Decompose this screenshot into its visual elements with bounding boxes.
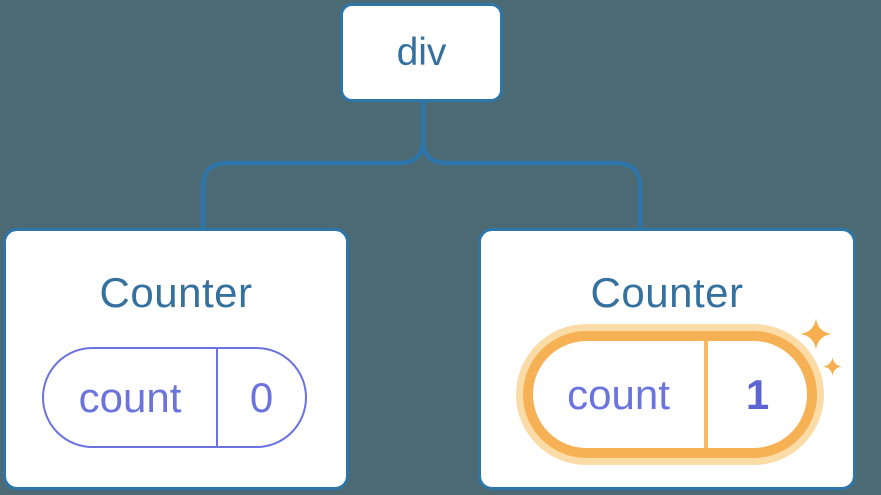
state-pill-highlighted: count 1 bbox=[523, 331, 817, 458]
component-title: Counter bbox=[590, 269, 744, 316]
counter-card-right: Counter count 1 bbox=[478, 228, 856, 490]
state-pill: count 0 bbox=[42, 347, 307, 448]
connector-left-branch bbox=[200, 101, 426, 229]
component-title: Counter bbox=[99, 269, 253, 316]
root-node-label: div bbox=[396, 30, 447, 74]
state-key: count bbox=[44, 349, 218, 446]
counter-card-left: Counter count 0 bbox=[3, 228, 349, 490]
connector-right-branch bbox=[420, 101, 643, 229]
root-node-div: div bbox=[340, 3, 503, 102]
state-value: 1 bbox=[745, 370, 770, 418]
state-key: count bbox=[533, 341, 708, 448]
state-value: 0 bbox=[249, 373, 274, 421]
